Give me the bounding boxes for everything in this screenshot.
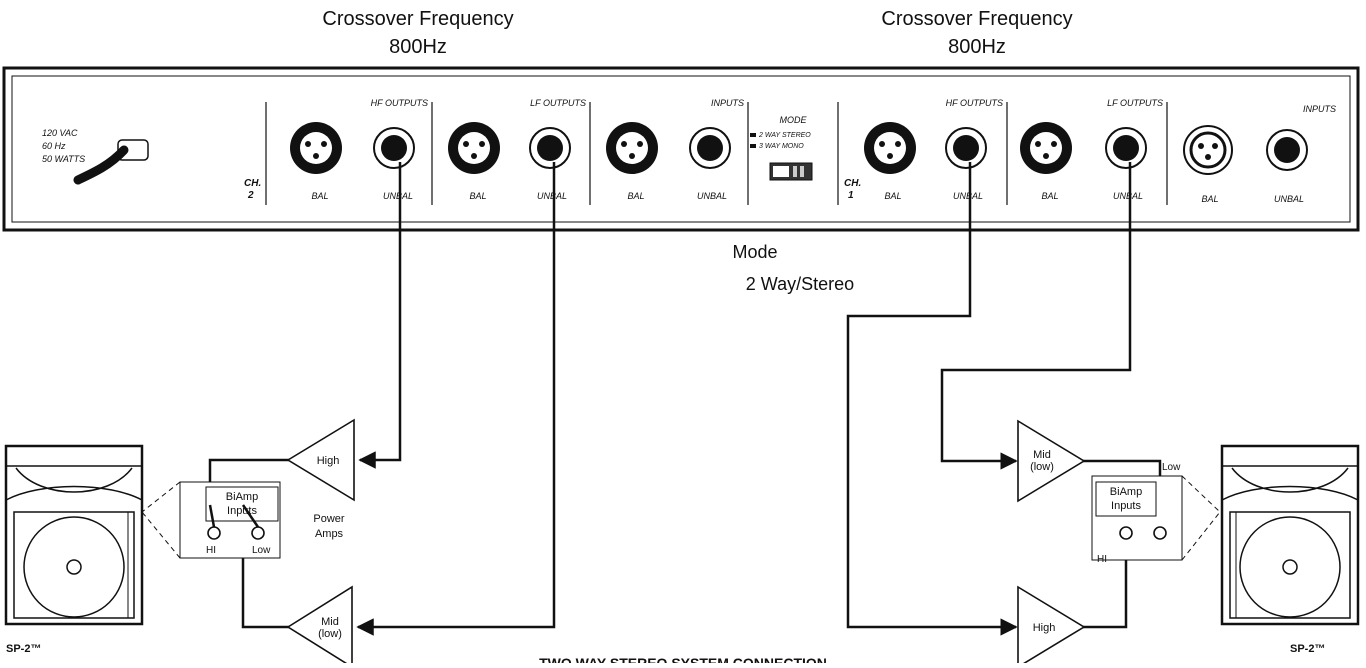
amp-high-label: High [1033, 622, 1056, 634]
panel-dividers [265, 102, 1168, 205]
quarter-inch-jack[interactable] [1105, 127, 1147, 169]
mode-switch[interactable]: MODE 2 WAY STEREO 3 WAY MONO [750, 115, 813, 181]
hi-input-jack[interactable] [1119, 526, 1133, 540]
amp-mid-label: Mid [321, 616, 339, 628]
mode-option-2: 3 WAY MONO [759, 143, 804, 150]
xlr-connector[interactable] [1020, 122, 1072, 174]
bal-label: BAL [1201, 194, 1218, 204]
power-line-2: 60 Hz [42, 141, 66, 151]
hf-outputs-label-ch2: HF OUTPUTS [371, 98, 428, 108]
amp-mid-label: Mid [1033, 449, 1051, 461]
amp-mid-sub-label: (low) [1030, 461, 1054, 473]
bal-label: BAL [311, 191, 328, 201]
power-line-3: 50 WATTS [42, 154, 85, 164]
bal-label: BAL [627, 191, 644, 201]
power-amps-label-2: Amps [315, 528, 344, 540]
mode-caption-title: Mode [732, 242, 777, 262]
unbal-label: UNBAL [1274, 194, 1304, 204]
right-amp-mid: Mid (low) [1017, 419, 1086, 503]
xlr-connector[interactable] [606, 122, 658, 174]
xlr-connector[interactable] [864, 122, 916, 174]
low-wire [241, 504, 260, 528]
hi-label: HI [1097, 554, 1107, 565]
power-cord: 120 VAC 60 Hz 50 WATTS [42, 128, 149, 185]
hi-input-jack[interactable] [207, 526, 221, 540]
low-label: Low [252, 545, 271, 556]
power-line-1: 120 VAC [42, 128, 78, 138]
power-amps-label: Power [313, 513, 345, 525]
right-speaker [1220, 444, 1360, 626]
right-speaker-label: SP-2™ [1290, 643, 1325, 655]
biamp-title-2: Inputs [1111, 500, 1141, 512]
ch1-label: CH. [844, 178, 861, 189]
left-speaker [4, 444, 144, 626]
right-crossover-value: 800Hz [948, 36, 1006, 58]
inputs-label-ch1: INPUTS [1303, 104, 1336, 114]
diagram-caption: TWO WAY STEREO SYSTEM CONNECTION [539, 655, 827, 663]
xlr-connector[interactable] [448, 122, 500, 174]
low-label: Low [1162, 462, 1181, 473]
lf-outputs-label-ch2: LF OUTPUTS [530, 98, 586, 108]
xlr-connector[interactable] [290, 122, 342, 174]
bal-label: BAL [884, 191, 901, 201]
unbal-label: UNBAL [953, 191, 983, 201]
biamp-title: BiAmp [1110, 486, 1142, 498]
bal-label: BAL [469, 191, 486, 201]
amp-mid-sub-label: (low) [318, 628, 342, 640]
inputs-label-ch2: INPUTS [711, 98, 744, 108]
quarter-inch-jack[interactable] [529, 127, 571, 169]
left-amp-high: High [286, 418, 355, 502]
ch2-number: 2 [247, 190, 254, 201]
right-amp-high: High [1017, 585, 1086, 668]
ch1-number: 1 [848, 190, 854, 201]
left-speaker-label: SP-2™ [6, 643, 41, 655]
biamp-title-2: Inputs [227, 505, 257, 517]
quarter-inch-jack[interactable] [373, 127, 415, 169]
hi-wire [208, 504, 216, 528]
left-biamp-panel: BiAmp Inputs HI Low [141, 481, 281, 559]
lf-outputs-label-ch1: LF OUTPUTS [1107, 98, 1163, 108]
mode-title: MODE [780, 115, 808, 125]
left-amp-mid: Mid (low) [286, 585, 353, 668]
xlr-connector[interactable] [1183, 125, 1233, 175]
left-crossover-value: 800Hz [389, 36, 447, 58]
right-crossover-title: Crossover Frequency [881, 8, 1072, 30]
low-input-jack[interactable] [251, 526, 265, 540]
mode-caption-value: 2 Way/Stereo [746, 274, 854, 294]
amp-high-label: High [317, 455, 340, 467]
low-input-jack[interactable] [1153, 526, 1167, 540]
quarter-inch-jack[interactable] [945, 127, 987, 169]
hi-label: HI [206, 545, 216, 556]
biamp-title: BiAmp [226, 491, 258, 503]
hf-outputs-label-ch1: HF OUTPUTS [946, 98, 1003, 108]
quarter-inch-jack[interactable] [1266, 129, 1308, 171]
quarter-inch-jack[interactable] [689, 127, 731, 169]
bal-label: BAL [1041, 191, 1058, 201]
left-crossover-title: Crossover Frequency [322, 8, 513, 30]
ch2-label: CH. [244, 178, 261, 189]
unbal-label: UNBAL [697, 191, 727, 201]
unbal-label: UNBAL [383, 191, 413, 201]
unbal-label: UNBAL [1113, 191, 1143, 201]
mode-option-1: 2 WAY STEREO [758, 132, 811, 139]
unbal-label: UNBAL [537, 191, 567, 201]
right-biamp-panel: BiAmp Inputs HI [1091, 475, 1221, 565]
rack-panel [2, 66, 1360, 232]
right-cables [846, 162, 1162, 636]
